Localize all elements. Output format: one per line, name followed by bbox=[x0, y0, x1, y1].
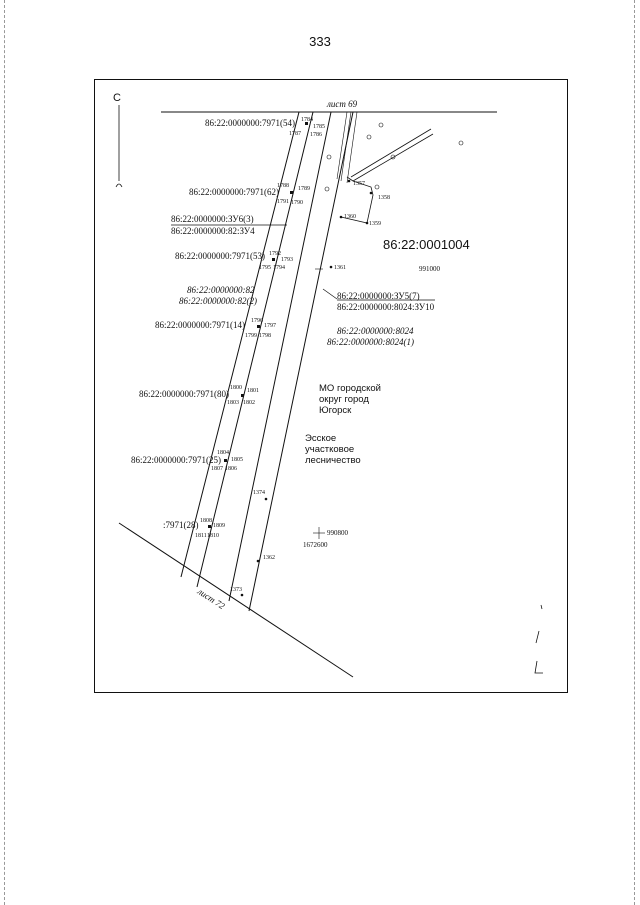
municipality-line-1: МО городской bbox=[319, 383, 381, 394]
point-label: 1800 bbox=[230, 385, 242, 391]
corridor-line-a bbox=[180, 111, 300, 578]
point-label: 1798 bbox=[259, 333, 271, 339]
road-line-2 bbox=[352, 133, 434, 182]
structure-circle bbox=[326, 154, 332, 160]
corridor-line-e bbox=[336, 111, 348, 180]
point-label: 1807 bbox=[211, 466, 223, 472]
point-label: 1791 bbox=[277, 199, 289, 205]
point-label: 1793 bbox=[281, 257, 293, 263]
point-label: 1801 bbox=[247, 388, 259, 394]
point-label: 1804 bbox=[217, 450, 229, 456]
corridor-line-d bbox=[248, 111, 354, 612]
parcel-label-62: 86:22:0000000:7971(62) bbox=[189, 187, 279, 197]
grid-y2-label: 1672600 bbox=[303, 541, 328, 549]
north-arrow-tail bbox=[115, 183, 123, 188]
cadastral-block-label: 86:22:0001004 bbox=[383, 237, 470, 252]
parcel-label-25: 86:22:0000000:7971(25) bbox=[131, 455, 221, 465]
forestry-line-3: лесничество bbox=[305, 455, 361, 466]
boundary-points bbox=[208, 122, 373, 597]
point-label: 1808 bbox=[200, 518, 212, 524]
parcel-label-zu10: 86:22:0000000:8024:ЗУ10 bbox=[337, 302, 435, 312]
municipality-line-3: Югорск bbox=[319, 405, 352, 416]
point-label: 1809 bbox=[213, 523, 225, 529]
point-label: 1361 bbox=[334, 265, 346, 271]
point-label: 1359 bbox=[369, 221, 381, 227]
structure-circle bbox=[324, 186, 330, 192]
parcel-label-28: :7971(28) bbox=[163, 520, 199, 530]
sheet-69-label: лист 69 bbox=[326, 99, 358, 109]
structure-circle bbox=[458, 140, 464, 146]
corridor-line-b bbox=[196, 111, 314, 588]
point-label: 1799 bbox=[245, 333, 257, 339]
parcel-label-53: 86:22:0000000:7971(53) bbox=[175, 251, 265, 261]
point-label: 1805 bbox=[231, 457, 243, 463]
point-label: 1811 bbox=[195, 533, 207, 539]
parcel-label-82a: 86:22:0000000:82 bbox=[187, 285, 255, 295]
left-page-edge bbox=[4, 0, 5, 905]
point-label: 1810 bbox=[207, 533, 219, 539]
north-label: С bbox=[113, 92, 121, 104]
point-numbers: 1784 1785 1787 1786 1788 1789 1791 1790 … bbox=[195, 117, 390, 593]
structure-circle bbox=[378, 122, 384, 128]
cadastral-map: С лист 69 лист 72 bbox=[113, 92, 543, 678]
margin-mark bbox=[535, 630, 540, 644]
corridor-line-c bbox=[228, 111, 332, 602]
leader-zu5 bbox=[322, 288, 338, 300]
point-label: 1789 bbox=[298, 186, 310, 192]
point-label: 1797 bbox=[264, 323, 276, 329]
road-line bbox=[350, 128, 432, 178]
sheet-72-boundary bbox=[118, 522, 354, 678]
point-label: 1796 bbox=[251, 318, 263, 324]
zu5-boundary bbox=[340, 176, 374, 224]
grid-x2-label: 990800 bbox=[327, 529, 349, 537]
parcel-label-54: 86:22:0000000:7971(54) bbox=[205, 118, 295, 128]
right-page-edge bbox=[634, 0, 635, 905]
parcel-label-zu6: 86:22:0000000:ЗУ6(3) bbox=[171, 214, 254, 224]
point-label: 1362 bbox=[263, 555, 275, 561]
point-label: 1806 bbox=[225, 466, 237, 472]
forestry-line-2: участковое bbox=[305, 444, 354, 455]
point-label: 1374 bbox=[253, 490, 265, 496]
parcel-label-14: 86:22:0000000:7971(14) bbox=[155, 320, 245, 330]
point-label: 1787 bbox=[289, 131, 301, 137]
structure-circle bbox=[374, 184, 380, 190]
point-label: 1794 bbox=[273, 265, 285, 271]
point-label: 1373 bbox=[230, 587, 242, 593]
point-label: 1358 bbox=[378, 195, 390, 201]
point-label: 1803 bbox=[227, 400, 239, 406]
corridor-line-g bbox=[346, 111, 358, 184]
forestry-line-1: Эсское bbox=[305, 433, 336, 444]
parcel-label-8024a: 86:22:0000000:8024 bbox=[337, 326, 414, 336]
sheet-72-label: лист 72 bbox=[195, 586, 227, 612]
parcel-label-82b: 86:22:0000000:82(2) bbox=[179, 296, 257, 306]
margin-mark bbox=[534, 660, 543, 674]
point-label: 1790 bbox=[291, 200, 303, 206]
structure-circle bbox=[366, 134, 372, 140]
parcel-label-80: 86:22:0000000:7971(80) bbox=[139, 389, 229, 399]
structure-circle bbox=[390, 154, 396, 160]
point-label: 1360 bbox=[344, 214, 356, 220]
municipality-line-2: округ город bbox=[319, 394, 369, 405]
parcel-label-zu5: 86:22:0000000:ЗУ5(7) bbox=[337, 291, 420, 301]
parcel-label-8024b: 86:22:0000000:8024(1) bbox=[327, 337, 414, 347]
map-frame: С лист 69 лист 72 bbox=[94, 79, 568, 693]
grid-x1-label: 991000 bbox=[419, 265, 441, 273]
point-label: 1357 bbox=[353, 181, 365, 187]
point-label: 1802 bbox=[243, 400, 255, 406]
margin-mark bbox=[540, 604, 543, 610]
point-label: 1788 bbox=[277, 183, 289, 189]
parcel-label-zu4: 86:22:0000000:82:ЗУ4 bbox=[171, 226, 255, 236]
point-label: 1786 bbox=[310, 132, 322, 138]
point-label: 1785 bbox=[313, 124, 325, 130]
point-label: 1795 bbox=[259, 265, 271, 271]
page-number: 333 bbox=[309, 34, 331, 49]
point-label: 1792 bbox=[269, 251, 281, 257]
corridor-line-f bbox=[340, 111, 352, 182]
point-label: 1784 bbox=[301, 117, 313, 123]
